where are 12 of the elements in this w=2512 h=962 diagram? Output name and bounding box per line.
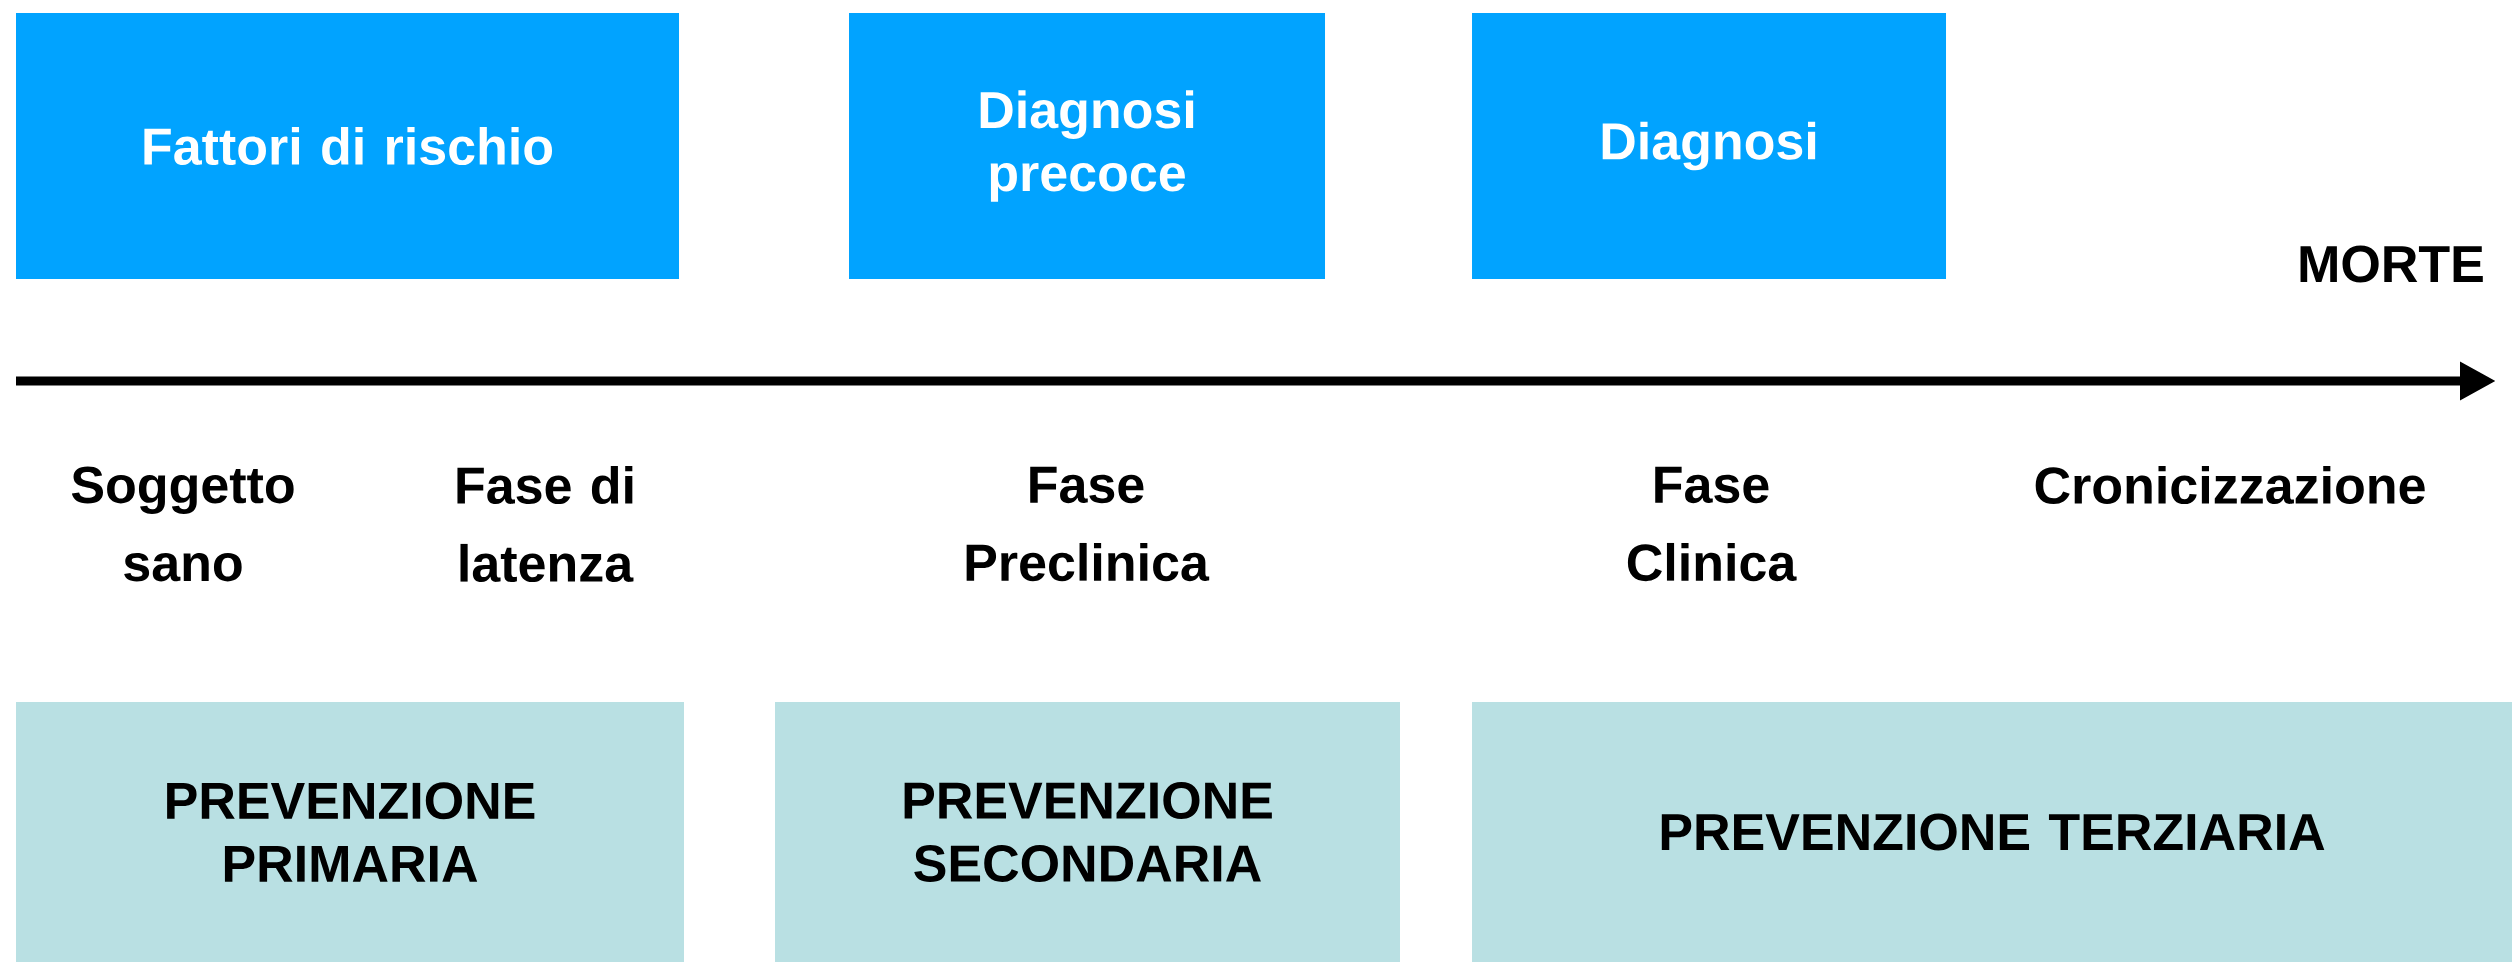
prevention-box: PREVENZIONE PRIMARIA (16, 702, 684, 962)
phase-label: Fase di latenza (457, 465, 634, 583)
prevention-box: PREVENZIONE SECONDARIA (775, 702, 1400, 962)
stage-box: Diagnosi precoce (849, 13, 1325, 279)
prevention-box: PREVENZIONE TERZIARIA (1472, 702, 2512, 962)
phase-label: Soggetto sano (71, 466, 294, 582)
phase-label: Cronicizzazione (2035, 465, 2425, 505)
phase-label: Fase Preclinica (966, 466, 1210, 582)
phase-label: MORTE (2300, 245, 2483, 283)
phase-label: Fase Clinica (1627, 466, 1797, 582)
stage-box: Diagnosi (1472, 13, 1946, 279)
stage-box: Fattori di rischio (16, 13, 679, 279)
